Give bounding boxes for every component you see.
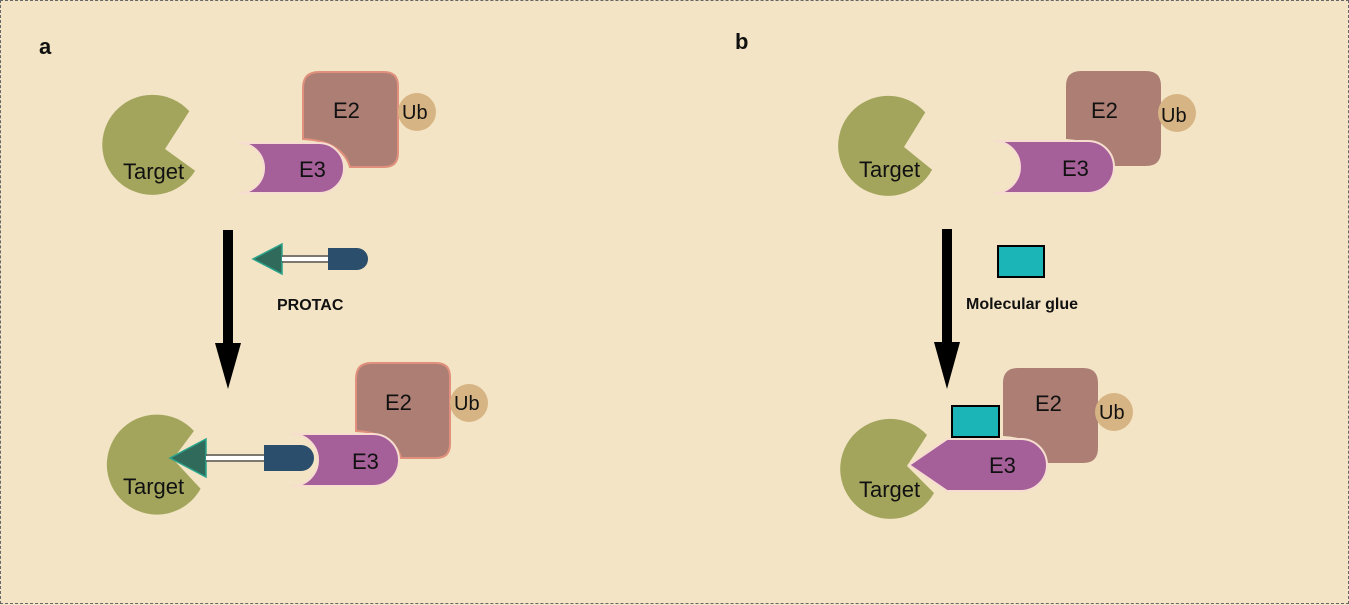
panel-b-label: b — [735, 29, 748, 54]
molecular-glue-bound-icon — [951, 405, 1000, 438]
target-label: Target — [123, 474, 184, 499]
reaction-arrow — [934, 229, 960, 389]
panel-a: a Target E2 Ub E3 PROTAC — [39, 34, 488, 515]
panel-b-ternary-complex: Target E2 Ub E3 — [840, 368, 1133, 519]
ubiquitin-shape — [450, 384, 488, 422]
ubiquitin-label: Ub — [1161, 105, 1187, 127]
target-label: Target — [859, 477, 920, 502]
ubiquitin-label: Ub — [1099, 402, 1125, 424]
panel-b: b Target E2 Ub E3 Molecular glue Target … — [735, 29, 1196, 519]
ubiquitin-label: Ub — [402, 102, 428, 124]
e2-label: E2 — [1035, 391, 1062, 416]
e2-label: E2 — [333, 98, 360, 123]
panel-a-top-complex: Target E2 Ub E3 — [102, 71, 436, 195]
ubiquitin-shape — [1158, 94, 1196, 132]
e3-ligase-shape — [993, 140, 1115, 194]
target-protein-shape — [840, 418, 934, 519]
target-protein-shape — [106, 414, 201, 515]
protac-bound-icon — [168, 437, 314, 479]
protac-bifunctional-icon — [251, 242, 368, 276]
e3-ligase-shape — [238, 142, 345, 194]
e3-label: E3 — [989, 453, 1016, 478]
ubiquitin-shape — [1095, 393, 1133, 431]
panel-a-ternary-complex: Target E2 Ub E3 — [106, 362, 488, 515]
e3-ligase-shape — [907, 438, 1048, 492]
panel-b-top-complex: Target E2 Ub E3 — [838, 71, 1196, 196]
e3-label: E3 — [1062, 156, 1089, 181]
target-label: Target — [859, 157, 920, 182]
reaction-arrow — [215, 230, 241, 389]
e3-ligase-shape — [291, 433, 400, 487]
panel-a-label: a — [39, 34, 52, 59]
degrader-caption: Molecular glue — [966, 296, 1078, 313]
degrader-caption: PROTAC — [277, 297, 344, 314]
molecular-glue-icon — [997, 245, 1045, 278]
ubiquitin-label: Ub — [454, 393, 480, 415]
target-protein-shape — [102, 94, 196, 195]
e2-label: E2 — [1091, 98, 1118, 123]
e2-label: E2 — [385, 390, 412, 415]
e3-label: E3 — [352, 449, 379, 474]
ubiquitin-shape — [398, 93, 436, 131]
target-label: Target — [123, 159, 184, 184]
target-protein-shape — [838, 95, 933, 196]
e3-label: E3 — [299, 157, 326, 182]
